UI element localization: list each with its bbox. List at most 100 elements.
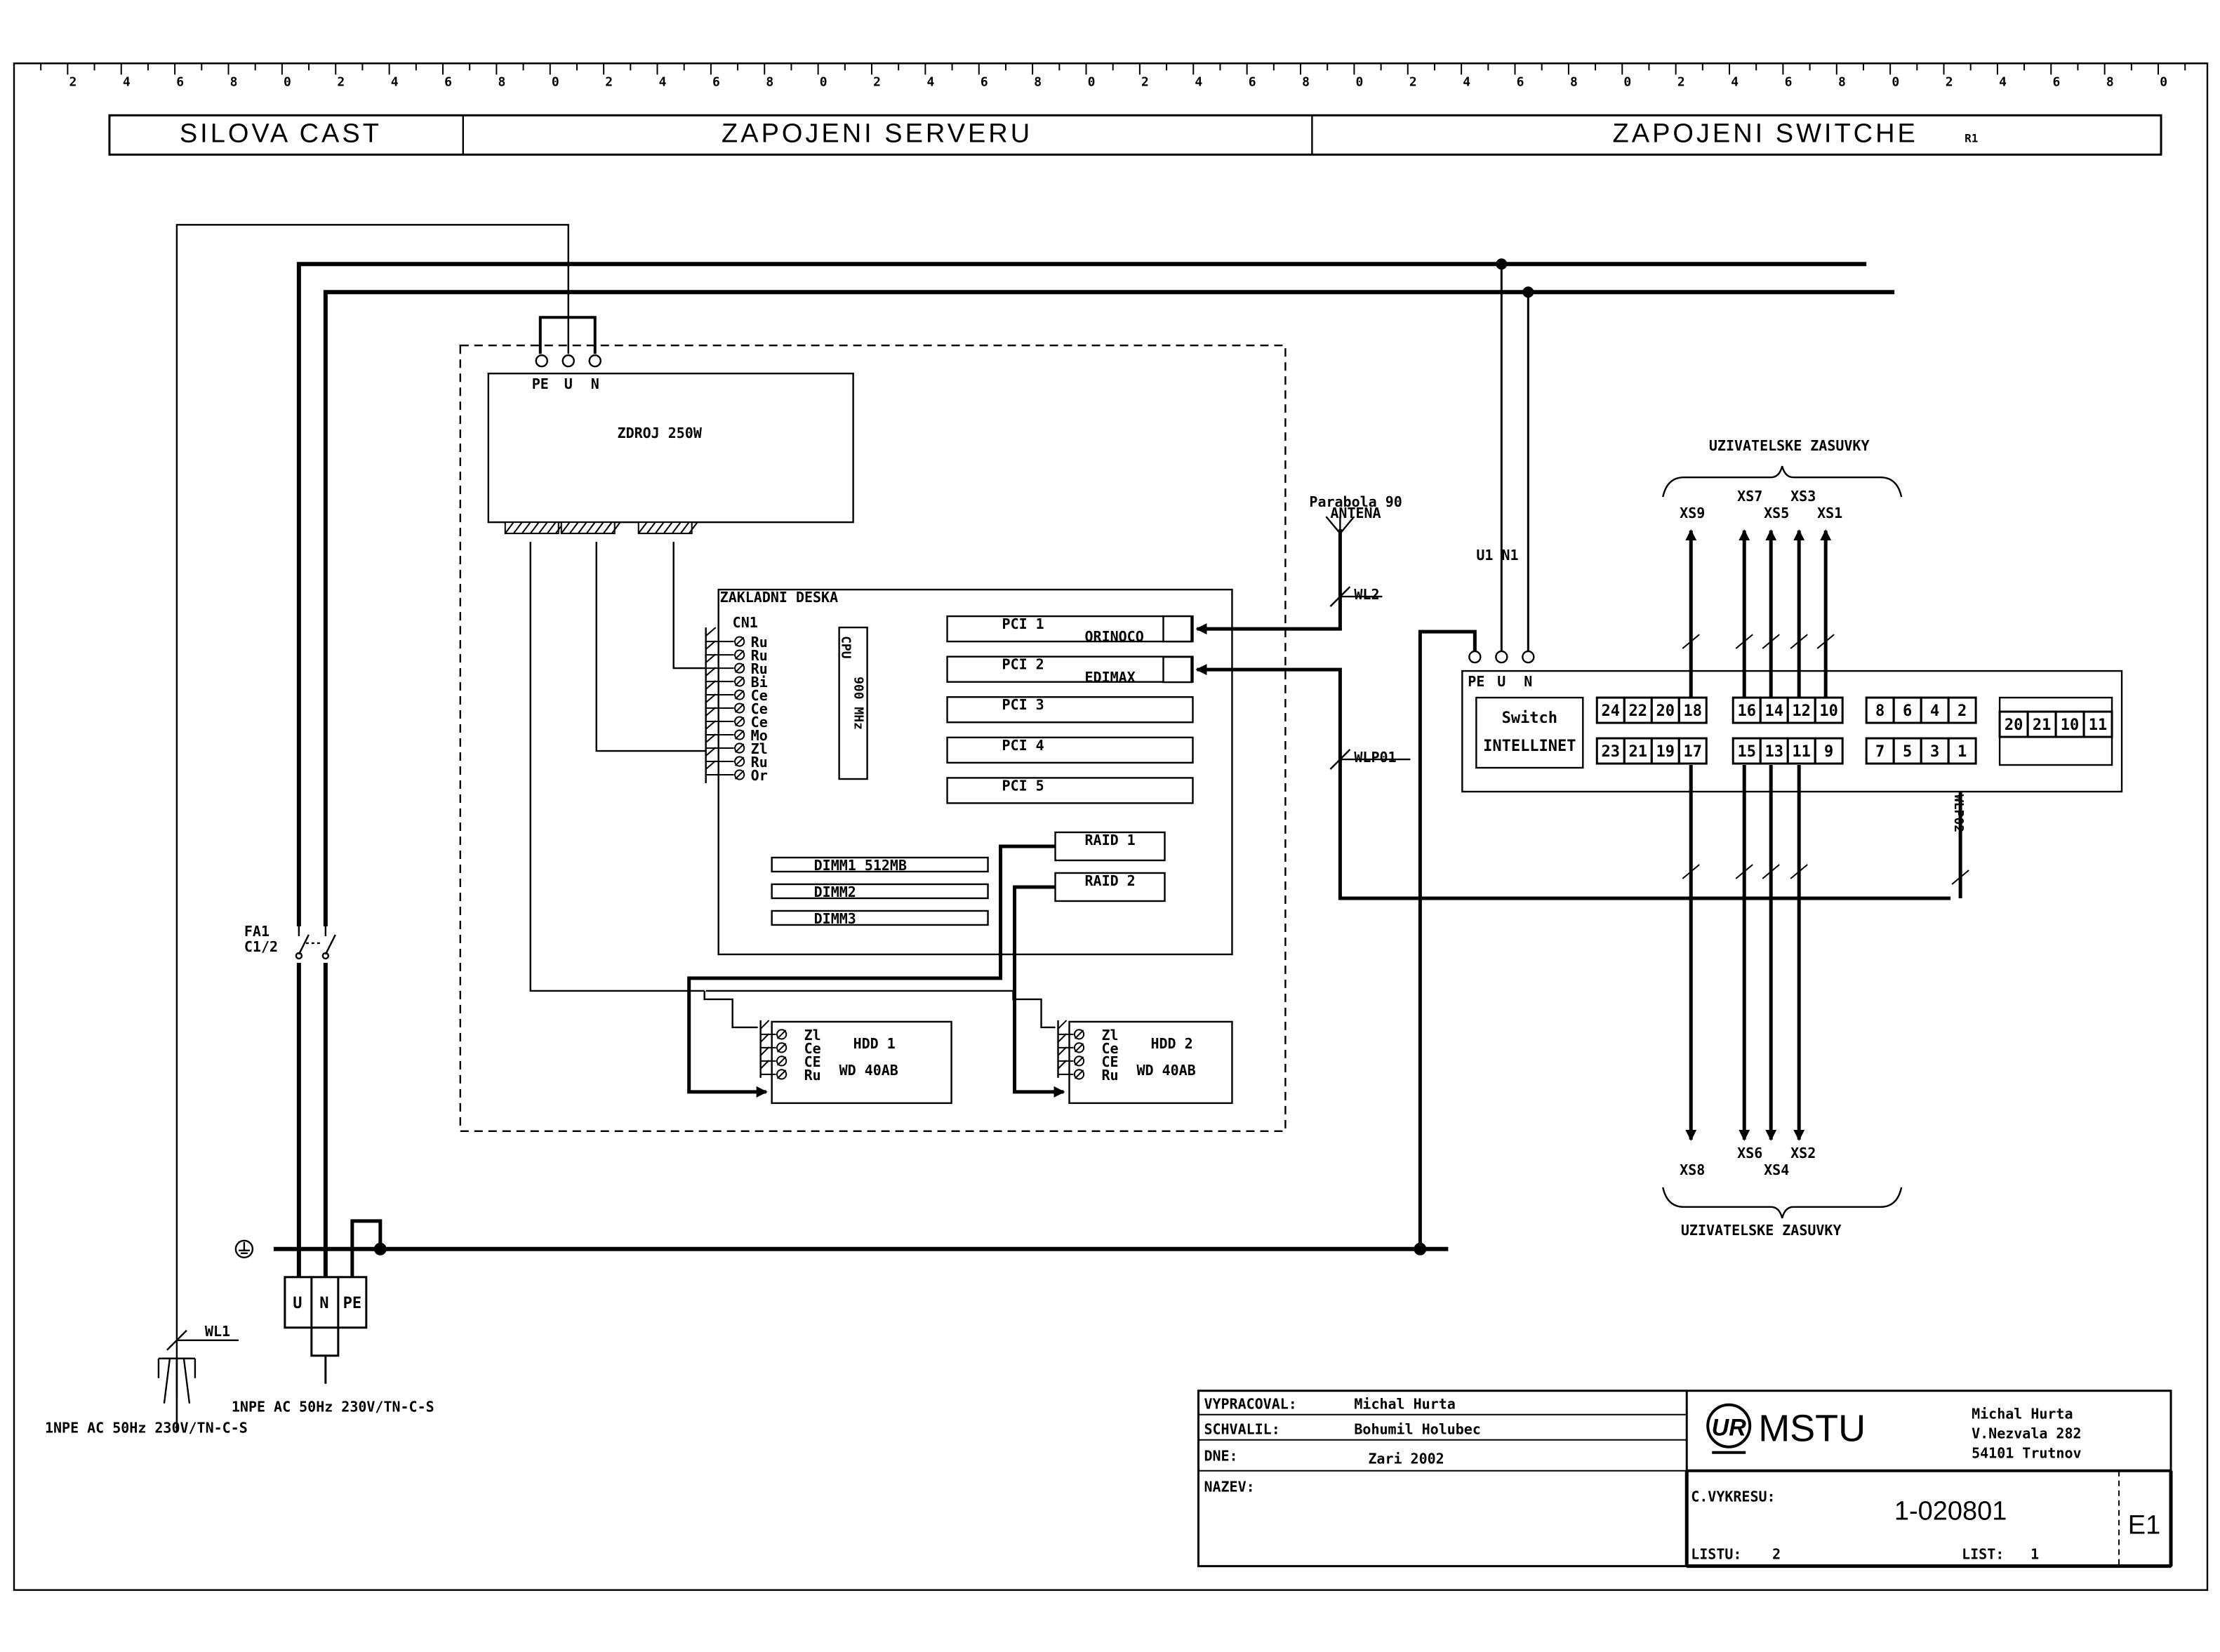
motherboard-title: ZAKLADNI DESKA: [720, 589, 838, 606]
pci-slot-label: PCI 3: [1002, 696, 1044, 713]
pci-card-orinoco: ORINOCO: [1085, 628, 1144, 645]
sockets-bottom-title: UZIVATELSKE ZASUVKY: [1681, 1222, 1842, 1239]
data-cables: [687, 844, 1065, 1098]
ruler-digit: 6: [1517, 74, 1524, 89]
antena-type: Parabola 90: [1309, 493, 1402, 510]
hdd-blocks: [771, 1020, 1233, 1105]
cn1-pin-slash: [734, 690, 745, 700]
hdd-pin-label: Ru: [804, 1067, 821, 1084]
socket-xs3: XS3: [1790, 488, 1816, 505]
header-revision: R1: [1965, 131, 1978, 145]
cn1-pin-slash: [734, 730, 745, 740]
cable-mark: [1816, 634, 1835, 649]
ruler-digit: 2: [337, 74, 345, 89]
cable-mark: [1762, 634, 1780, 649]
ruler-digit: 6: [1249, 74, 1256, 89]
pci-slot: [946, 655, 1194, 683]
patch-port: [1947, 737, 1977, 765]
hdd-pin-label: CE: [1102, 1053, 1119, 1070]
ruler-digit: 0: [1088, 74, 1096, 89]
ruler-digit: 4: [391, 74, 399, 89]
hdd-1-model: WD 40AB: [839, 1062, 898, 1079]
patch-port-label: 1: [1958, 743, 1967, 761]
listu-label: LISTU:: [1691, 1546, 1741, 1563]
antenna-cables: [1195, 529, 1951, 900]
extra-port-label: 21: [2033, 717, 2051, 734]
header-section-power: SILOVA CAST: [180, 119, 382, 148]
hdd-pin-lead: [759, 1060, 770, 1070]
psu-output-connector: [560, 521, 621, 535]
socket-xs6: XS6: [1737, 1145, 1762, 1161]
u1-n1-label: U1 N1: [1476, 547, 1518, 564]
patch-port-label: 24: [1602, 702, 1620, 720]
cn1-pin-lead: [705, 693, 717, 703]
ruler-digit: 8: [1034, 74, 1042, 89]
ruler-digit: 4: [123, 74, 131, 89]
raid-1-label: RAID 1: [1085, 832, 1136, 848]
psu-label: ZDROJ 250W: [618, 425, 703, 441]
cn1-pin-slash: [734, 717, 745, 726]
ruler-digit: 6: [712, 74, 720, 89]
socket-xs1: XS1: [1817, 505, 1842, 521]
patch-port-label: 5: [1903, 743, 1912, 761]
ruler-digit: 8: [1570, 74, 1578, 89]
hdd-pin-lead: [1057, 1060, 1068, 1070]
ruler-digit: 0: [1892, 74, 1899, 89]
patch-port-label: 9: [1824, 743, 1833, 761]
cpu-socket: [838, 626, 868, 780]
cn1-pin-lead: [705, 747, 717, 757]
psu-output-connector: [637, 521, 698, 535]
title-block: [1197, 1390, 2173, 1568]
antena-icon: [1325, 516, 1411, 770]
cable-mark: [1790, 864, 1808, 879]
dimm-slot: [771, 883, 989, 900]
ruler-digit: 4: [1463, 74, 1470, 89]
patch-port-label: 23: [1602, 743, 1620, 761]
hdd-pin-slash: [776, 1043, 787, 1053]
pci-slot-label: PCI 1: [1002, 615, 1044, 632]
hdd-pin-lead: [759, 1020, 770, 1030]
dne-value: Zari 2002: [1368, 1451, 1444, 1467]
ruler-digit: 0: [820, 74, 827, 89]
header-section-server: ZAPOJENI SERVERU: [722, 119, 1032, 148]
cn1-pin-label: Ce: [751, 687, 768, 704]
cn1-pin: [734, 676, 745, 687]
logo-icon: [1706, 1403, 1752, 1454]
hdd-pin-lead: [1057, 1033, 1068, 1043]
cn1-pin-label: Or: [751, 767, 768, 784]
hdd-pin-lead: [759, 1046, 770, 1056]
supply-terminals: [284, 1276, 368, 1384]
ruler-digit: 2: [1677, 74, 1685, 89]
motherboard: [717, 588, 1233, 956]
ruler-digit: 2: [1409, 74, 1417, 89]
author-city: 54101 Trutnov: [1972, 1445, 2081, 1462]
cn1-pin-lead: [705, 653, 717, 663]
cn1-pin-lead: [705, 640, 717, 650]
drawing-no-value: 1-020801: [1894, 1497, 2007, 1526]
cable-mark: [1762, 864, 1780, 879]
cn1-pin-slash: [734, 743, 745, 753]
wlp01-label: WLP01: [1354, 749, 1396, 766]
ruler-digit: 0: [552, 74, 559, 89]
hdd-pin-label: Ce: [804, 1040, 821, 1057]
patch-port-label: 11: [1792, 743, 1810, 761]
ruler-digit: 8: [1838, 74, 1846, 89]
socket-xs2: XS2: [1790, 1145, 1816, 1161]
hdd-pin-slash: [1074, 1043, 1084, 1053]
ruler-digit: 2: [1946, 74, 1953, 89]
patch-port-label: 3: [1930, 743, 1939, 761]
patch-port-label: 16: [1737, 702, 1755, 720]
cn1-pin: [734, 769, 745, 780]
socket-cables: [1682, 529, 1969, 1141]
extra-port-label: 20: [2005, 717, 2023, 734]
hdd-pin: [1073, 1042, 1085, 1053]
extra-port: [2082, 710, 2113, 738]
dimm-slot-label: DIMM1 512MB: [814, 857, 907, 874]
server-enclosure: [459, 345, 1287, 1133]
wl1-label: WL1: [205, 1323, 230, 1340]
hdd-2-model: WD 40AB: [1136, 1062, 1195, 1079]
pci-card-connectors: [1162, 615, 1192, 684]
